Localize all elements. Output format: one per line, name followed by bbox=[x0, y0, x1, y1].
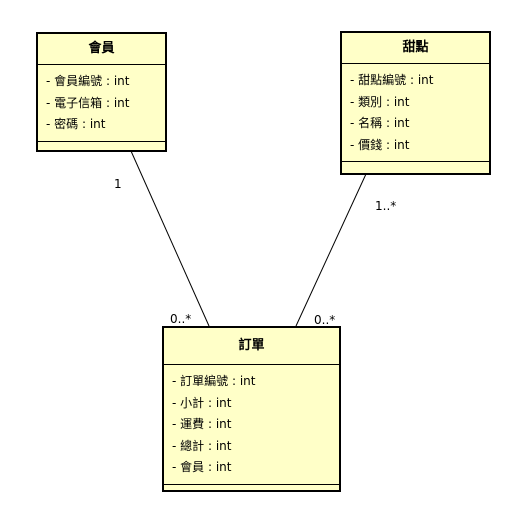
operations-compartment bbox=[38, 142, 165, 151]
attribute-item: - 甜點編號 : int bbox=[350, 73, 434, 87]
multiplicity-member-end: 1 bbox=[114, 177, 122, 191]
multiplicity-order-end-member: 0..* bbox=[170, 312, 192, 326]
association-member-order[interactable] bbox=[130, 150, 210, 327]
attribute-item: - 訂單編號 : int bbox=[172, 374, 256, 388]
multiplicity-order-end-dessert: 0..* bbox=[314, 313, 336, 327]
attribute-item: - 密碼 : int bbox=[46, 117, 106, 131]
class-name: 會員 bbox=[38, 34, 165, 65]
attribute-item: - 名稱 : int bbox=[350, 116, 410, 130]
attribute-list: - 甜點編號 : int - 類別 : int - 名稱 : int - 價錢 … bbox=[342, 64, 489, 162]
operations-compartment bbox=[342, 162, 489, 173]
attribute-item: - 電子信箱 : int bbox=[46, 95, 130, 110]
attribute-item: - 總計 : int bbox=[172, 438, 232, 453]
attribute-list: - 會員編號 : int - 電子信箱 : int - 密碼 : int bbox=[38, 65, 165, 142]
association-dessert-order[interactable] bbox=[295, 173, 367, 327]
class-member[interactable]: 會員 - 會員編號 : int - 電子信箱 : int - 密碼 : int bbox=[36, 32, 167, 152]
attribute-item: - 價錢 : int bbox=[350, 137, 410, 152]
class-name: 甜點 bbox=[342, 33, 489, 64]
attribute-item: - 類別 : int bbox=[350, 94, 410, 109]
attribute-item: - 會員編號 : int bbox=[46, 74, 130, 88]
attribute-item: - 運費 : int bbox=[172, 417, 232, 431]
attribute-item: - 小計 : int bbox=[172, 395, 232, 410]
attribute-item: - 會員 : int bbox=[172, 460, 232, 474]
class-name: 訂單 bbox=[164, 328, 339, 365]
multiplicity-dessert-end: 1..* bbox=[375, 199, 397, 213]
class-dessert[interactable]: 甜點 - 甜點編號 : int - 類別 : int - 名稱 : int - … bbox=[340, 31, 491, 175]
attribute-list: - 訂單編號 : int - 小計 : int - 運費 : int - 總計 … bbox=[164, 365, 339, 485]
class-order[interactable]: 訂單 - 訂單編號 : int - 小計 : int - 運費 : int - … bbox=[162, 326, 341, 492]
operations-compartment bbox=[164, 485, 339, 491]
